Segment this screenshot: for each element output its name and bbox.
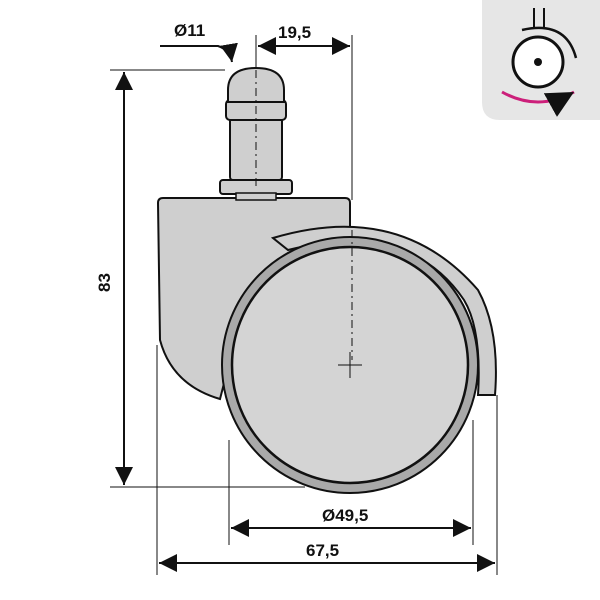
wheel-diameter-label: Ø49,5	[322, 506, 368, 525]
stem-diameter-label: Ø11	[174, 21, 205, 40]
extension-lines	[110, 35, 498, 575]
swivel-rotation-icon	[501, 8, 578, 117]
dimension-arrows	[115, 37, 495, 572]
center-lines	[255, 70, 362, 378]
total-width-label: 67,5	[306, 541, 339, 560]
total-height-label: 83	[95, 273, 114, 292]
stem-offset-label: 19,5	[278, 23, 311, 42]
swivel-badge	[482, 0, 600, 120]
